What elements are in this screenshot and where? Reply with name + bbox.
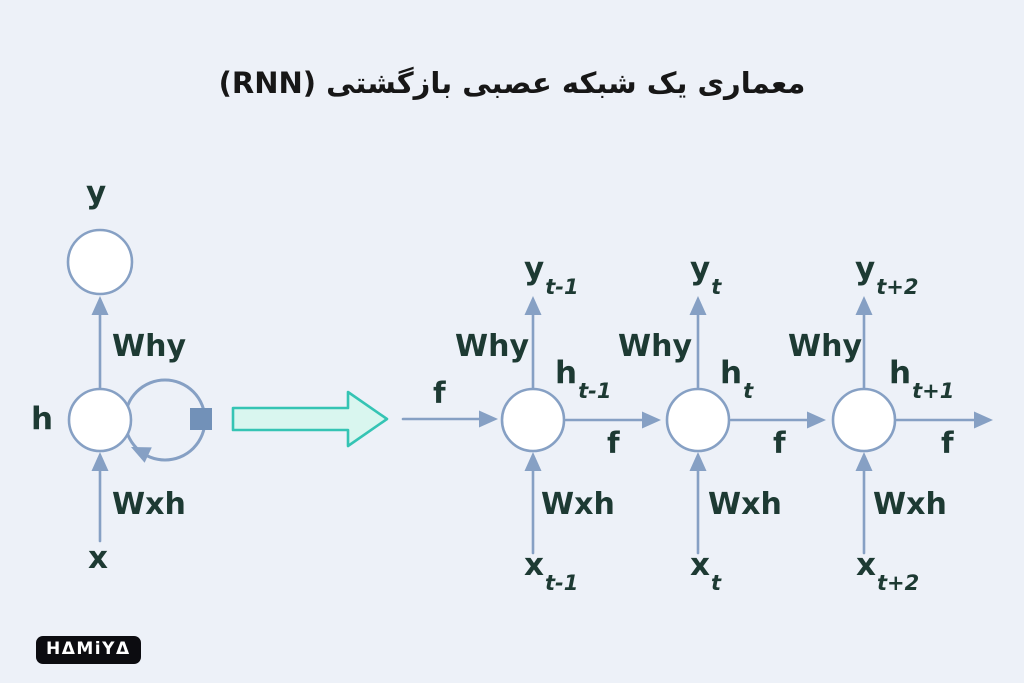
output-arrowhead-t-icon — [689, 296, 707, 315]
why-label-t: Why — [618, 329, 693, 364]
h-sub: t-1 — [578, 379, 612, 403]
wxh-label-t: Wxh — [708, 487, 782, 522]
h-label-t: ht — [720, 355, 753, 403]
x-sub: t — [711, 571, 722, 595]
wxh-label-t-1: Wxh — [541, 487, 615, 522]
x-main: x — [856, 547, 876, 583]
loop-arrowhead-icon — [131, 447, 152, 463]
folded-input-arrowhead-icon — [91, 452, 109, 471]
output-arrowhead-t-plus-1-icon — [855, 296, 873, 315]
wxh-label-t-plus-1: Wxh — [873, 487, 947, 522]
x-label-t: xt — [690, 547, 721, 595]
x-sub: t-1 — [545, 571, 579, 595]
h-label-t-1: ht-1 — [555, 355, 611, 403]
f-label-in: f — [433, 376, 446, 410]
y-label-t: yt — [690, 251, 721, 299]
y-label-t-plus-2: yt+2 — [855, 251, 918, 299]
f-label-2-3: f — [773, 426, 786, 460]
x-label-t-1: xt-1 — [524, 547, 578, 595]
input-arrowhead-t-1-icon — [524, 452, 542, 471]
x-main: x — [524, 547, 544, 583]
y-sub: t-1 — [545, 275, 579, 299]
link-1-2-arrowhead-icon — [642, 411, 661, 429]
y-label-t-1: yt-1 — [524, 251, 579, 299]
folded-output-node — [66, 228, 134, 296]
hidden-node-t — [665, 387, 731, 453]
link-2-3-arrowhead-icon — [807, 411, 826, 429]
link-in-arrowhead-icon — [479, 410, 498, 428]
why-label-t-plus-1: Why — [788, 329, 863, 364]
f-label-out: f — [941, 426, 954, 460]
folded-wxh-label: Wxh — [112, 487, 186, 522]
folded-output-arrowhead-icon — [91, 296, 109, 315]
y-sub: t+2 — [876, 275, 919, 299]
folded-hidden-label: h — [31, 401, 54, 437]
folded-hidden-node — [67, 387, 133, 453]
folded-output-label: y — [86, 175, 107, 211]
loop-delay-square — [190, 408, 212, 430]
hidden-node-t-1 — [500, 387, 566, 453]
y-main: y — [524, 251, 545, 287]
input-arrowhead-t-plus-1-icon — [855, 452, 873, 471]
folded-input-label: x — [88, 540, 108, 576]
h-sub: t+1 — [912, 379, 955, 403]
h-sub: t — [743, 379, 754, 403]
h-main: h — [720, 355, 743, 391]
x-label-t-plus-2: xt+2 — [856, 547, 919, 595]
link-out-arrowhead-icon — [974, 411, 993, 429]
f-label-1-2: f — [607, 426, 620, 460]
y-main: y — [855, 251, 876, 287]
h-main: h — [889, 355, 912, 391]
h-label-t-plus-1: ht+1 — [889, 355, 954, 403]
output-arrowhead-t-1-icon — [524, 296, 542, 315]
hamiya-logo: HΔMiYΔ — [36, 636, 141, 665]
y-sub: t — [711, 275, 722, 299]
folded-why-label: Why — [112, 329, 187, 364]
x-main: x — [690, 547, 710, 583]
h-main: h — [555, 355, 578, 391]
hidden-node-t-plus-1 — [831, 387, 897, 453]
why-label-t-1: Why — [455, 329, 530, 364]
y-main: y — [690, 251, 711, 287]
unfold-arrow — [231, 390, 389, 448]
figure-title: معماری یک شبکه عصبی بازگشتی (RNN) — [218, 66, 806, 100]
x-sub: t+2 — [877, 571, 920, 595]
input-arrowhead-t-icon — [689, 452, 707, 471]
